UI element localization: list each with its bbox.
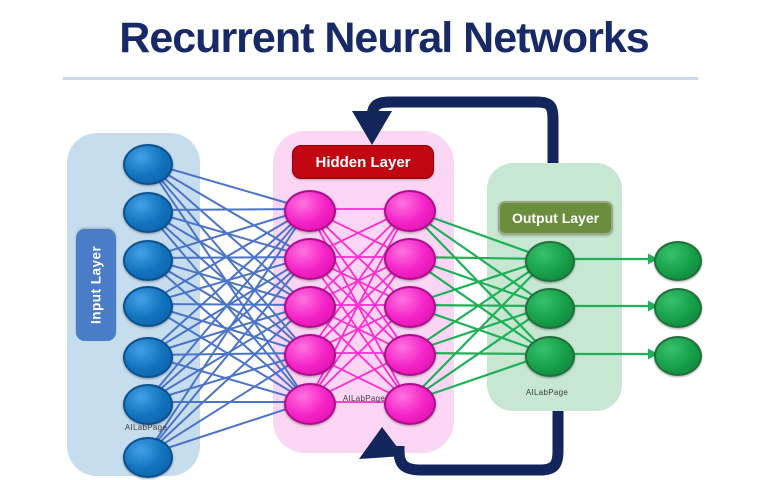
input-neuron (123, 285, 173, 327)
hidden-neuron (384, 383, 436, 425)
hidden-neuron (284, 190, 336, 232)
hidden-neuron (284, 334, 336, 376)
result-neuron (654, 241, 702, 281)
input-neuron (123, 143, 173, 185)
input-neuron (123, 191, 173, 233)
input-layer-label-text: Input Layer (88, 245, 104, 325)
output-neuron (525, 335, 575, 377)
watermark-ailabpage: AILabPage (525, 388, 569, 397)
input-neuron (123, 436, 173, 478)
hidden-neuron (284, 286, 336, 328)
output-layer-label-text: Output Layer (511, 210, 600, 226)
output-layer-label: Output Layer (498, 201, 613, 235)
result-neuron (654, 288, 702, 328)
hidden-neuron (384, 190, 436, 232)
watermark-ailabpage: AILabPage (124, 423, 168, 432)
hidden-neuron (384, 334, 436, 376)
result-neuron (654, 336, 702, 376)
hidden-neuron (384, 286, 436, 328)
hidden-neuron (284, 238, 336, 280)
hidden-neuron (284, 383, 336, 425)
input-neuron (123, 383, 173, 425)
output-neuron (525, 240, 575, 282)
input-layer-label: Input Layer (76, 229, 116, 341)
input-neuron (123, 239, 173, 281)
hidden-layer-label: Hidden Layer (292, 145, 434, 179)
title-underline (63, 77, 698, 80)
output-neuron (525, 287, 575, 329)
hidden-neuron (384, 238, 436, 280)
page-title: Recurrent Neural Networks (119, 14, 649, 62)
watermark-ailabpage: AILabPage (342, 394, 386, 403)
hidden-layer-label-text: Hidden Layer (315, 153, 411, 171)
input-neuron (123, 336, 173, 378)
